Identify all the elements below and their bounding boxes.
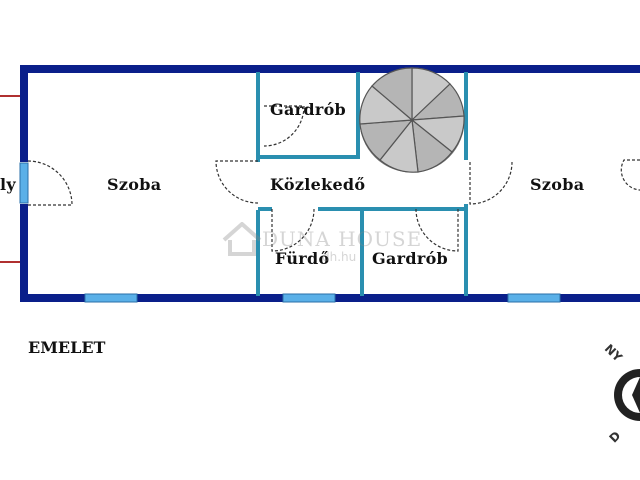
room-label-kozlekedo: Közlekedő [270,175,366,194]
floor-label: EMELET [28,338,106,357]
compass-icon [614,369,640,421]
room-label-gardrob-bottom: Gardrób [372,249,449,268]
inner-walls [256,72,468,296]
windows [19,162,561,303]
room-label-edge: ly [0,175,16,194]
doors [27,105,640,252]
spiral-staircase [359,67,465,173]
room-label-szoba-left: Szoba [107,175,162,194]
room-label-furdo: Fürdő [275,249,330,268]
room-label-gardrob-top: Gardrób [270,100,347,119]
room-label-szoba-right: Szoba [530,175,585,194]
